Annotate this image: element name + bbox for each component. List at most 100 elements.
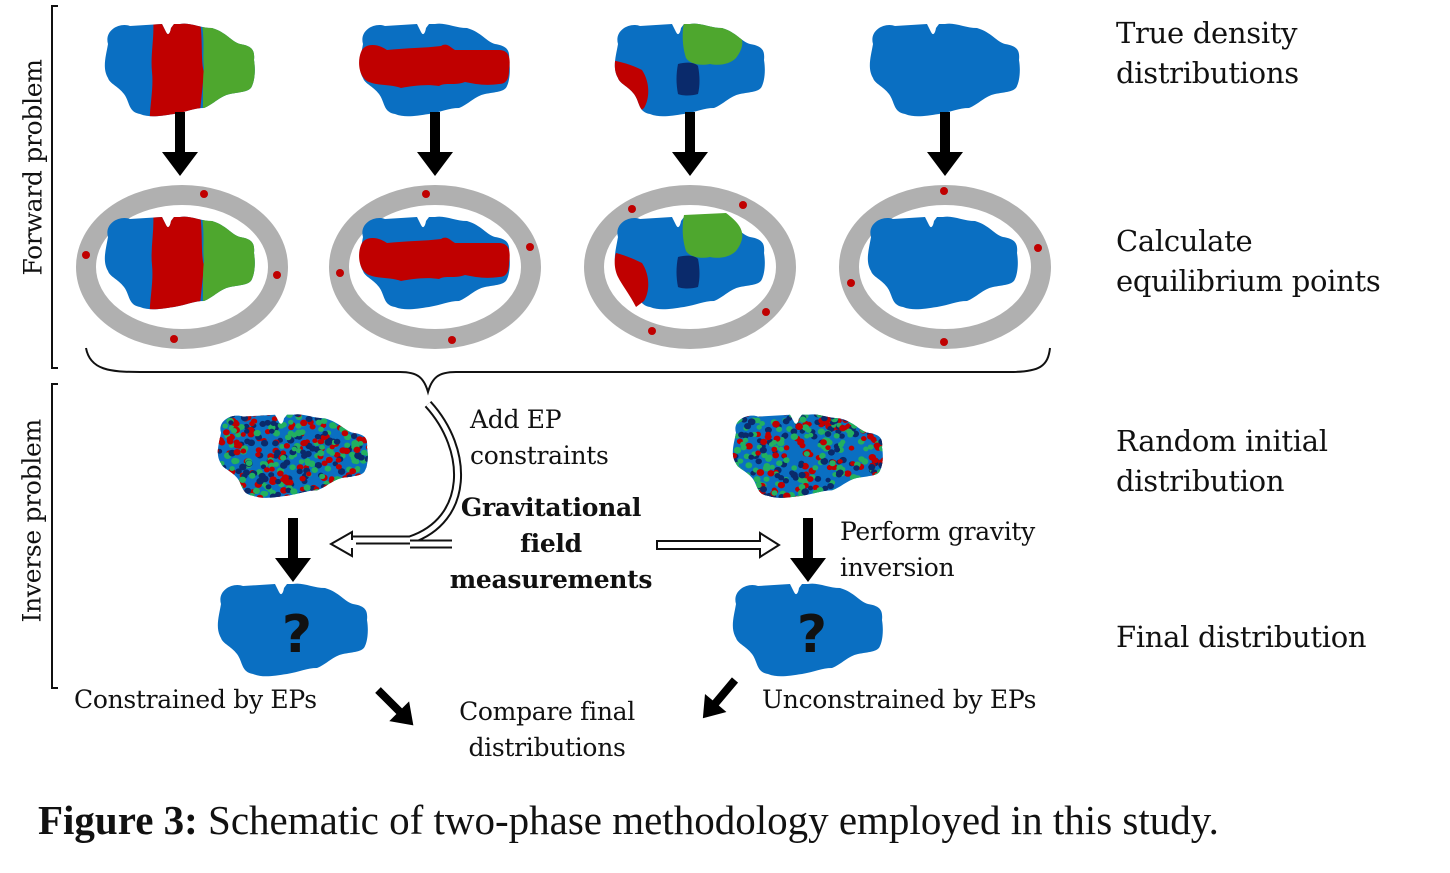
particle	[844, 470, 852, 477]
particle	[291, 446, 297, 452]
particle	[338, 478, 344, 484]
particle	[283, 494, 292, 498]
particle	[217, 448, 218, 455]
particle	[732, 414, 736, 419]
perform-inversion-label-line2: inversion	[840, 553, 955, 582]
particle	[306, 497, 313, 498]
particle	[859, 427, 866, 434]
particle	[363, 414, 368, 418]
particle	[307, 414, 315, 417]
particle	[324, 465, 332, 472]
compare-label-line1: Compare final	[459, 697, 635, 726]
particle	[737, 458, 744, 464]
particle	[832, 488, 838, 494]
particle	[773, 497, 779, 498]
particle	[733, 466, 742, 473]
particle	[870, 485, 878, 492]
particle	[870, 414, 877, 418]
particle	[354, 421, 360, 427]
particle	[778, 446, 784, 452]
particle	[759, 446, 767, 454]
particle	[853, 465, 860, 471]
particle	[733, 446, 742, 454]
particle	[268, 462, 275, 468]
forward-problem-bracket	[51, 5, 58, 369]
particle	[876, 497, 882, 498]
particle	[233, 494, 240, 498]
particle	[270, 420, 277, 426]
particle	[739, 480, 746, 486]
particle	[751, 414, 759, 416]
particle	[851, 497, 858, 498]
particle	[283, 459, 291, 466]
particle	[298, 492, 304, 497]
ep-dot	[170, 335, 178, 343]
equilibrium-label-line2: equilibrium points	[1116, 264, 1381, 298]
particle	[740, 487, 746, 493]
particle	[240, 448, 247, 454]
particle	[315, 490, 321, 496]
particle	[868, 453, 876, 461]
particle	[762, 493, 768, 498]
particle	[365, 485, 368, 492]
particle	[342, 414, 350, 417]
particle	[742, 437, 749, 443]
particle	[229, 466, 235, 471]
particle	[309, 424, 316, 430]
particle	[877, 468, 883, 475]
particle	[311, 495, 320, 498]
particle	[851, 422, 858, 429]
particle	[296, 464, 304, 471]
particle	[873, 442, 881, 449]
particle	[765, 455, 772, 462]
particle	[881, 414, 883, 420]
particle	[358, 495, 365, 498]
particle	[733, 414, 740, 415]
ep-dot	[448, 336, 456, 344]
particle	[744, 472, 751, 478]
particle	[744, 491, 750, 497]
equilibrium-ring-2	[329, 185, 541, 349]
particle	[812, 465, 819, 471]
particle	[736, 417, 743, 423]
particle	[341, 430, 349, 437]
particle	[852, 414, 860, 420]
particle	[793, 498, 799, 504]
grouping-brace	[85, 347, 1051, 396]
down-arrow-3	[672, 112, 708, 176]
particle	[747, 418, 756, 426]
particle	[732, 481, 734, 488]
particle	[233, 449, 241, 456]
particle	[869, 492, 876, 498]
true-density-label-line1: True density	[1116, 16, 1298, 50]
particle	[864, 408, 871, 414]
particle	[314, 461, 322, 469]
particle	[235, 468, 242, 475]
particle	[350, 433, 358, 440]
particle	[882, 492, 883, 498]
particle	[255, 447, 262, 453]
equilibrium-ring-1	[76, 185, 288, 349]
particle	[820, 439, 827, 446]
particle	[323, 484, 331, 491]
particle	[280, 487, 288, 494]
particle	[217, 437, 225, 444]
particle	[269, 476, 277, 483]
particle	[335, 464, 342, 470]
particle	[738, 486, 745, 493]
particle	[825, 445, 831, 451]
particle	[878, 474, 883, 482]
particle	[756, 469, 765, 476]
particle	[728, 409, 734, 414]
particle	[301, 452, 308, 459]
particle	[740, 441, 746, 447]
particle	[353, 446, 361, 453]
particle	[359, 419, 366, 425]
particle	[795, 423, 803, 431]
particle	[742, 483, 751, 491]
random-initial-label-line2: distribution	[1116, 464, 1285, 498]
particle	[256, 477, 264, 485]
particle	[344, 478, 352, 485]
particle	[342, 481, 350, 489]
gravitational-label-line2: field	[520, 529, 582, 558]
